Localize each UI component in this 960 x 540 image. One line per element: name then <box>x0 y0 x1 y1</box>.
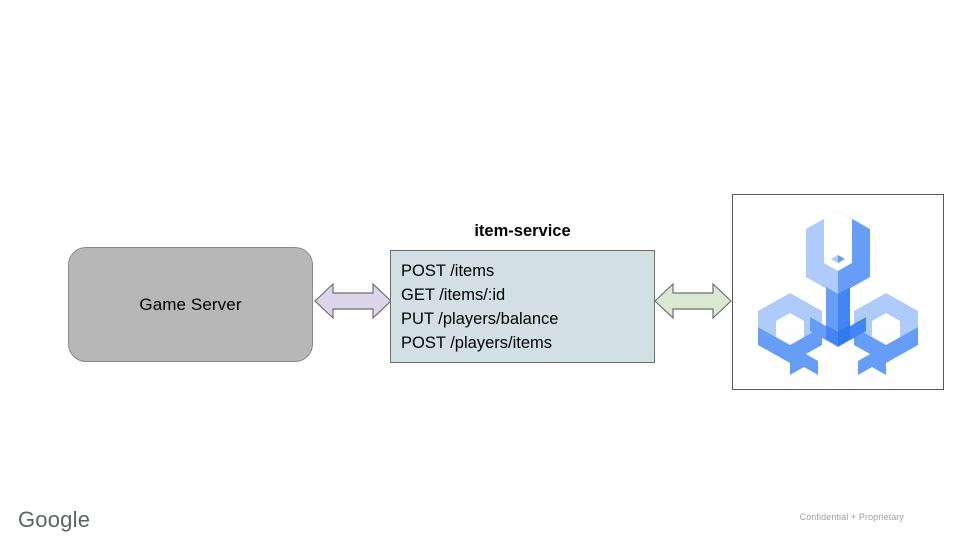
endpoint-row: GET /items/:id <box>401 286 506 304</box>
datastore-logo-card[interactable] <box>732 194 944 390</box>
endpoint-row: POST /players/items <box>401 334 552 352</box>
game-server-label: Game Server <box>139 294 242 314</box>
connector-arrow-item-service-to-datastore <box>654 281 732 321</box>
game-server-box[interactable]: Game Server <box>68 247 313 362</box>
isometric-wrench-icon <box>758 211 918 375</box>
item-service-title: item-service <box>474 222 571 240</box>
confidential-notice: Confidential + Proprietary <box>799 512 904 522</box>
endpoint-row: POST /items <box>401 262 495 280</box>
connector-arrow-game-server-to-item-service <box>314 281 392 321</box>
google-wordmark: Google <box>18 507 91 532</box>
endpoint-row: PUT /players/balance <box>401 310 559 328</box>
double-arrow-icon <box>314 282 392 320</box>
double-arrow-icon <box>654 282 732 320</box>
item-service-box[interactable]: POST /items GET /items/:id PUT /players/… <box>390 250 655 363</box>
